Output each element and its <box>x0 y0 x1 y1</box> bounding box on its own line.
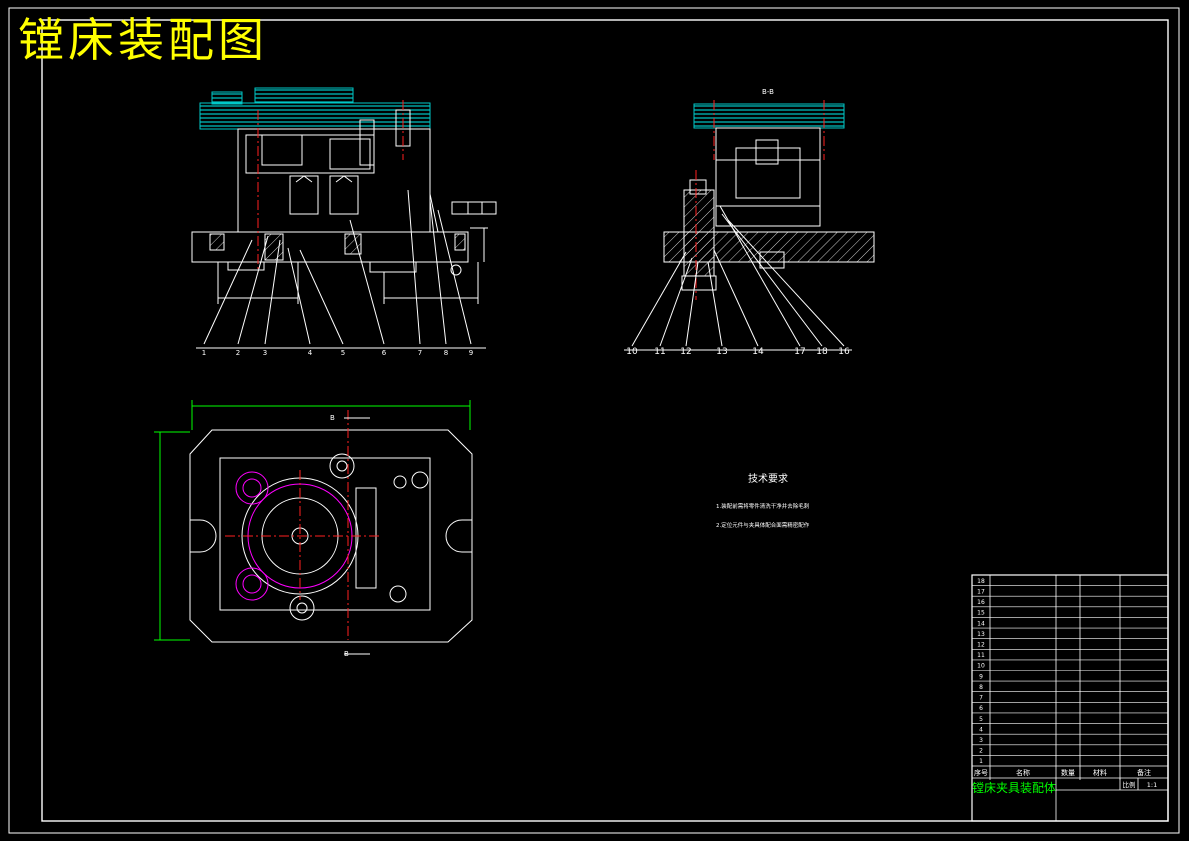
parts-header: 序号 名称 数量 材料 备注 <box>974 768 1151 777</box>
parts-row-index: 8 <box>979 684 983 691</box>
balloon-17: 17 <box>794 347 805 357</box>
balloon-14: 14 <box>752 347 764 357</box>
header-name: 名称 <box>1016 768 1030 777</box>
header-remarks: 备注 <box>1137 768 1151 777</box>
parts-list <box>971 574 1169 822</box>
plan-outline <box>189 429 473 643</box>
parts-row-index: 5 <box>979 716 983 723</box>
balloon-3: 3 <box>263 349 267 357</box>
balloon-10: 10 <box>626 347 638 357</box>
parts-row-index: 17 <box>977 588 985 595</box>
inner-border <box>41 19 1169 822</box>
balloon-16: 16 <box>838 347 850 357</box>
page-title: 镗床装配图 <box>18 13 268 67</box>
parts-row-index: 3 <box>979 737 983 744</box>
cut-marker-bottom: B <box>344 650 349 658</box>
balloon-2: 2 <box>236 349 240 357</box>
side-view <box>624 100 875 351</box>
front-balloons: 1 2 3 4 5 6 7 8 9 <box>202 349 473 357</box>
parts-row-index: 13 <box>977 631 985 638</box>
header-material: 材料 <box>1093 768 1107 777</box>
parts-row-index: 14 <box>977 620 985 627</box>
parts-row-index: 9 <box>979 673 983 680</box>
balloon-7: 7 <box>418 349 422 357</box>
parts-row-index: 18 <box>977 578 985 585</box>
parts-row-index: 4 <box>979 726 983 733</box>
front-view <box>191 87 497 349</box>
clamp-plate-hatch <box>199 102 431 130</box>
balloon-1: 1 <box>202 349 206 357</box>
parts-row-index: 12 <box>977 641 985 648</box>
balloon-18: 18 <box>816 347 828 357</box>
side-balloons: 10 11 12 13 14 17 18 16 <box>626 347 850 357</box>
parts-rows: 18 17 16 15 14 13 12 11 10 9 8 7 6 5 4 3 2 1 <box>972 578 1168 765</box>
balloon-8: 8 <box>444 349 448 357</box>
parts-row-index: 7 <box>979 695 983 702</box>
balloon-6: 6 <box>382 349 387 357</box>
parts-row-index: 15 <box>977 610 985 617</box>
parts-row-index: 16 <box>977 599 985 606</box>
scale-value: 1:1 <box>1147 781 1157 789</box>
balloon-5: 5 <box>341 349 345 357</box>
cut-marker-top: B <box>330 414 335 422</box>
parts-row-index: 10 <box>977 663 985 670</box>
side-top-plate <box>693 103 845 129</box>
parts-row-index: 6 <box>979 705 983 712</box>
balloon-9: 9 <box>469 349 473 357</box>
tech-req-item-2: 2.定位元件与夹具体配合面需精密配作 <box>716 521 810 529</box>
scale-label: 比例 <box>1123 780 1136 789</box>
tech-req-heading: 技术要求 <box>748 472 788 485</box>
fixture-base <box>191 231 469 263</box>
balloon-13: 13 <box>716 347 727 357</box>
balloon-4: 4 <box>308 349 313 357</box>
top-lever <box>254 87 354 104</box>
plan-view <box>154 400 473 655</box>
parts-row-index: 11 <box>977 652 985 659</box>
fixture-body <box>237 128 431 233</box>
parts-row-index: 2 <box>979 748 983 755</box>
outer-border <box>8 7 1180 834</box>
header-qty: 数量 <box>1061 768 1075 777</box>
section-label: B-B <box>762 88 774 96</box>
header-index: 序号 <box>974 768 988 777</box>
tech-req-item-1: 1.装配前需将零件清洗干净并去除毛刺 <box>716 502 810 510</box>
drawing-name: 镗床夹具装配体 <box>972 781 1056 795</box>
parts-row-index: 1 <box>979 758 983 765</box>
balloon-11: 11 <box>654 347 665 357</box>
balloon-12: 12 <box>680 347 691 357</box>
